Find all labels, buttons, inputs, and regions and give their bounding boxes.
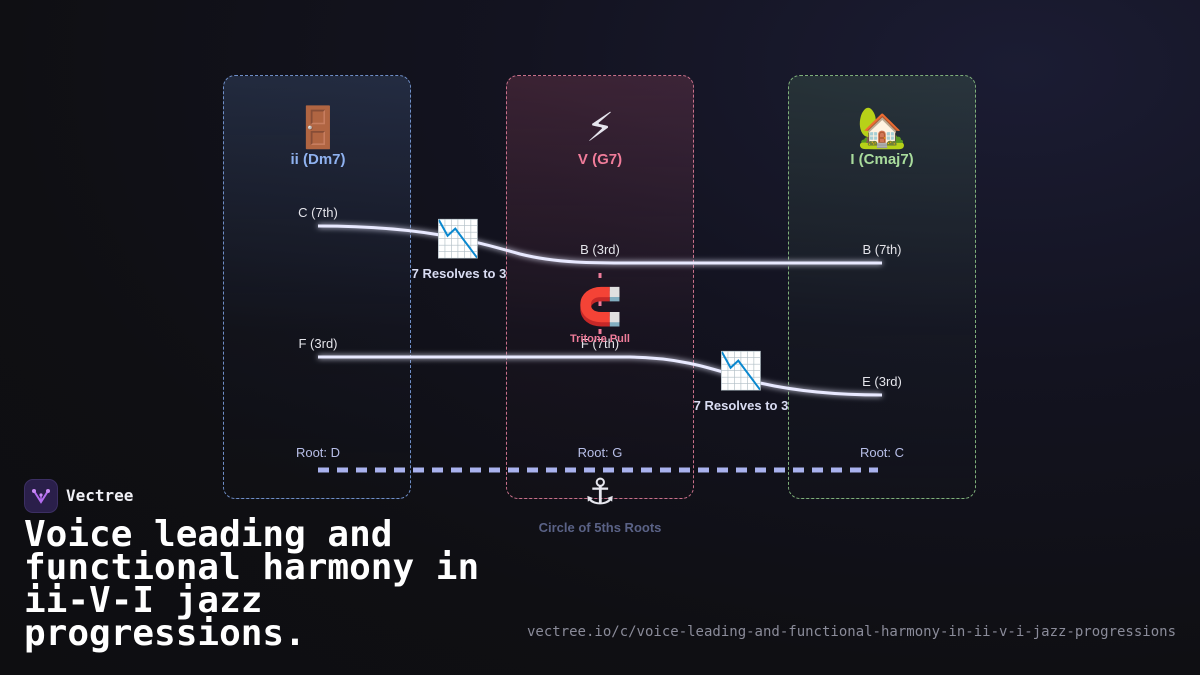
root-i: Root: C xyxy=(859,445,905,460)
root-v: Root: G xyxy=(577,445,623,460)
circle-of-fifths-label: Circle of 5ths Roots xyxy=(538,520,662,535)
anchor-icon: ⚓ xyxy=(583,472,617,513)
chord-label-v: V (G7) xyxy=(577,151,623,168)
root-ii: Root: D xyxy=(295,445,341,460)
note-v-bottom: F (7th) xyxy=(580,336,620,351)
page-title: Voice leading and functional harmony in … xyxy=(24,514,480,654)
note-i-bottom: E (3rd) xyxy=(862,374,902,389)
house-icon: 🏡 xyxy=(857,105,907,151)
door-icon: 🚪 xyxy=(293,105,343,151)
chart-down-icon: 📉 xyxy=(435,219,481,260)
voice-line-top xyxy=(317,224,882,265)
note-i-top: B (7th) xyxy=(862,242,902,257)
lightning-icon: ⚡ xyxy=(585,105,615,151)
resolve-label-2: 7 Resolves to 3 xyxy=(693,398,789,413)
voice-line-bottom xyxy=(318,355,883,397)
note-ii-top: C (7th) xyxy=(298,205,338,220)
brand-name: Vectree xyxy=(66,486,134,505)
chord-panel-ii xyxy=(223,75,411,499)
vectree-logo-icon xyxy=(24,479,58,513)
note-v-top: B (3rd) xyxy=(580,242,620,257)
chord-panel-i xyxy=(788,75,976,499)
chart-down-icon: 📉 xyxy=(718,351,764,392)
source-url[interactable]: vectree.io/c/voice-leading-and-functiona… xyxy=(526,624,1176,640)
note-ii-bottom: F (3rd) xyxy=(298,336,338,351)
chord-label-ii: ii (Dm7) xyxy=(290,151,346,168)
chord-label-i: I (Cmaj7) xyxy=(850,151,914,168)
resolve-label-1: 7 Resolves to 3 xyxy=(411,266,507,281)
tritone-label: Tritone Pull xyxy=(570,333,630,345)
magnet-icon: 🧲 xyxy=(577,287,623,328)
